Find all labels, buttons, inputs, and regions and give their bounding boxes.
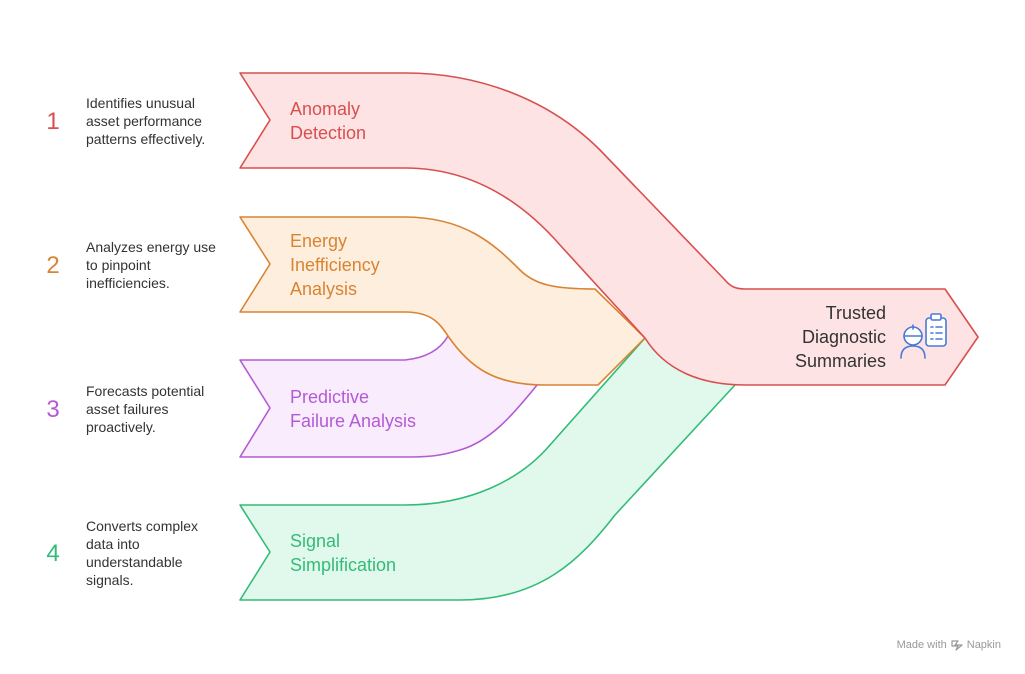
step-number-4: 4 <box>46 540 60 567</box>
branding[interactable]: Made with Napkin <box>897 638 1001 652</box>
step-label-3: Predictive Failure Analysis <box>290 387 417 431</box>
napkin-logo-icon <box>951 640 963 651</box>
target-label: Trusted Diagnostic Summaries <box>794 303 886 371</box>
step-label-1: Anomaly Detection <box>290 99 367 143</box>
step-number-2: 2 <box>46 252 60 279</box>
brand-name: Napkin <box>966 639 1001 651</box>
step-label-4: Signal Simplification <box>290 531 397 575</box>
worker-clipboard-icon <box>900 313 947 359</box>
step-description-1: Identifies unusual asset performance pat… <box>86 95 206 147</box>
step-description-2: Analyzes energy use to pinpoint ineffici… <box>86 239 216 291</box>
step-description-4: Converts complex data into understandabl… <box>86 518 199 588</box>
made-with-text: Made with <box>896 639 947 651</box>
step-number-3: 3 <box>46 396 60 423</box>
flow-signal-simplification <box>239 337 736 601</box>
flow-predictive-failure <box>239 335 539 458</box>
step-number-1: 1 <box>46 108 60 135</box>
step-description-3: Forecasts potential asset failures proac… <box>86 383 205 435</box>
flow-anomaly-detection <box>239 72 979 386</box>
step-label-2: Energy Inefficiency Analysis <box>290 231 380 299</box>
